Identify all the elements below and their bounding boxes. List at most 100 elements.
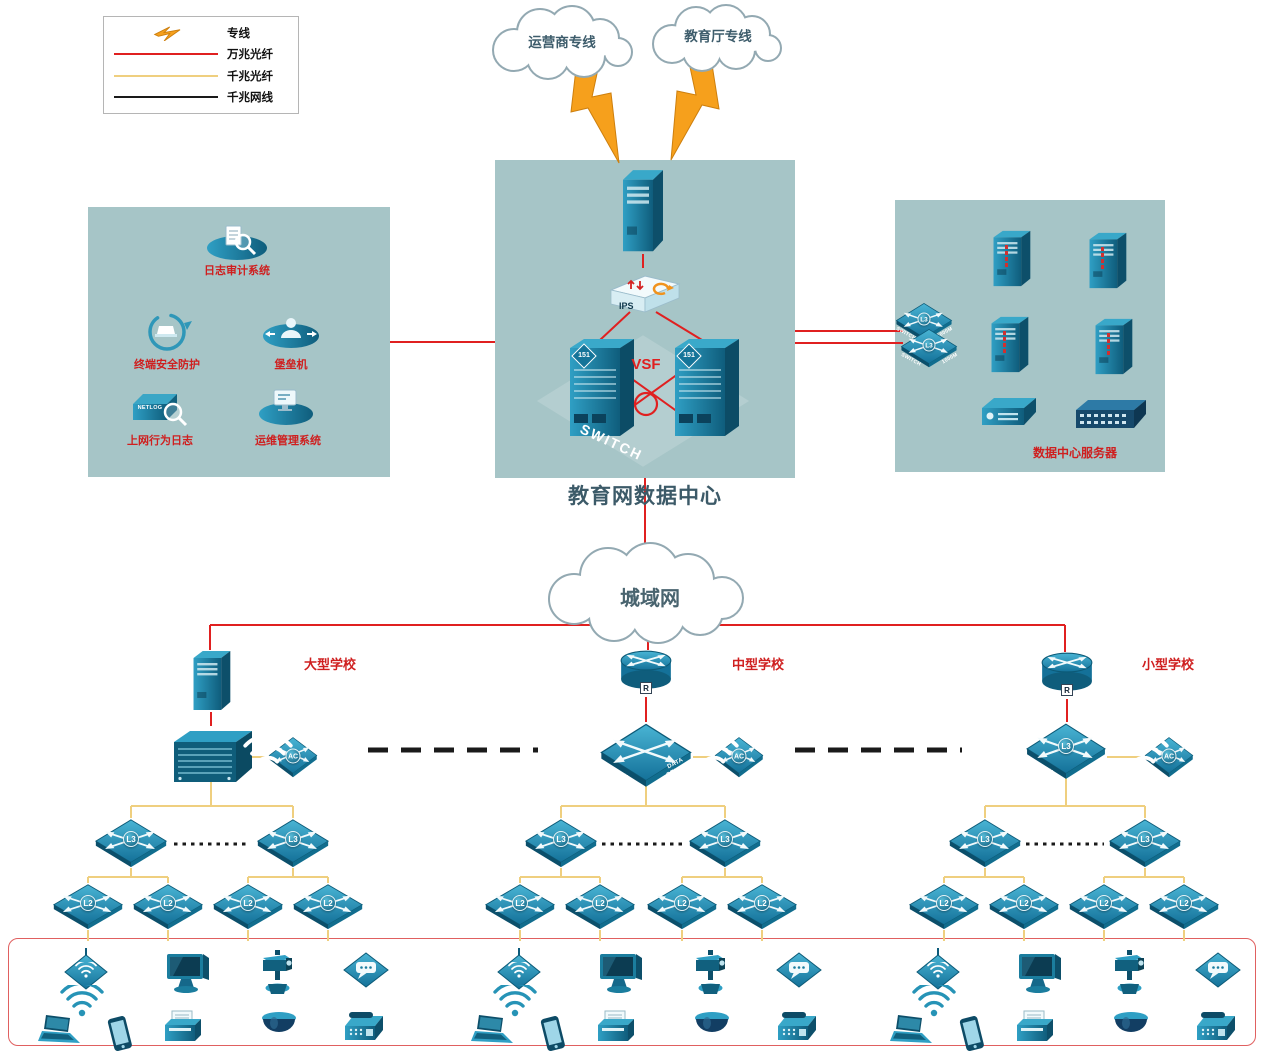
log-audit-label: 日志审计系统: [204, 265, 270, 277]
server-tower-icon: [1090, 316, 1136, 376]
switch-icon: [599, 722, 693, 788]
voice-gateway-icon: [343, 951, 389, 989]
laptop-icon: [886, 1013, 934, 1047]
ac-controller: AC: [714, 736, 764, 778]
switch-tier-badge: L2: [936, 894, 952, 911]
ops-management-label: 运维管理系统: [255, 435, 321, 447]
dedicated-line-symbol-icon: [153, 26, 181, 41]
man-cloud: 城域网: [548, 542, 744, 644]
voice-gateway-icon: [1195, 951, 1241, 989]
datacenter-server: [1090, 316, 1136, 376]
dome-camera-icon: [1111, 1009, 1151, 1043]
switch-tier-badge: L3: [1137, 831, 1153, 847]
ops-management-icon: [259, 389, 313, 425]
ptz-camera-icon: [691, 950, 733, 998]
desk-phone-icon: [339, 1010, 387, 1048]
smartphone-icon: [106, 1015, 134, 1053]
storage-array-icon: [978, 394, 1040, 432]
datacenter-server: [1084, 230, 1130, 290]
router-badge: R: [640, 682, 652, 694]
switch-tier-badge: L2: [1176, 894, 1192, 911]
internet-firewall-device: [617, 166, 667, 254]
legend-row-1g-fiber: 千兆光纤: [114, 68, 288, 84]
server-zone-label: 数据中心服务器: [1032, 446, 1117, 460]
switch-tier-badge: L2: [674, 894, 690, 911]
switch-tier-badge: L2: [754, 894, 770, 911]
server-zone-switch-2: L3 SWITCH 1000M: [900, 328, 959, 368]
large-school-server: [188, 648, 234, 712]
vsf-label: VSF: [631, 356, 661, 373]
legend-label: 专线: [227, 28, 250, 41]
switch-tier-badge: L2: [1096, 894, 1112, 911]
server-label-stripe: [1005, 245, 1008, 269]
switch-tier-badge: L2: [320, 894, 336, 911]
legend-label: 千兆光纤: [227, 70, 273, 83]
switch-tier-badge: L3: [717, 831, 733, 847]
netlog-label: 上网行为日志: [127, 435, 193, 447]
edu-cloud-label: 教育厅专线: [684, 28, 752, 44]
datacenter-server: [986, 314, 1032, 374]
switch-tier-badge: L3: [123, 831, 139, 847]
isp-cloud: 运营商专线: [492, 5, 633, 80]
core-switch-badge: 151: [676, 343, 702, 369]
switch-tier-badge: L3: [1058, 738, 1074, 755]
server-label-stripe: [1003, 331, 1006, 355]
man-cloud-label: 城域网: [620, 586, 680, 610]
legend-row-dedicated: 专线: [114, 25, 288, 41]
desktop-monitor-icon: [163, 950, 211, 994]
printer-icon: [159, 1009, 205, 1049]
datacenter-title: 教育网数据中心: [568, 485, 722, 508]
server-tower-icon: [986, 314, 1032, 374]
switch-tier-badge: L3: [553, 831, 569, 847]
medium-school-label: 中型学校: [731, 657, 784, 672]
server-label-stripe: [1101, 247, 1104, 271]
laptop-icon: [34, 1013, 82, 1047]
smartphone-icon: [539, 1015, 567, 1053]
switch-tier-badge: L3: [977, 831, 993, 847]
netlog-device-text: NETLOG: [137, 405, 163, 411]
ips-device: IPS: [609, 275, 681, 313]
small-school-label: 小型学校: [1141, 657, 1194, 672]
ptz-camera-icon: [258, 950, 300, 998]
legend-label: 万兆光纤: [227, 49, 273, 62]
switch-tier-badge: L2: [512, 894, 528, 911]
ac-badge: AC: [1161, 748, 1177, 764]
isp-cloud-label: 运营商专线: [528, 34, 596, 50]
log-audit-icon: [207, 225, 267, 260]
core-switch-icon: [665, 336, 745, 440]
smartphone-icon: [958, 1015, 986, 1053]
desktop-monitor-icon: [596, 950, 644, 994]
large-school-label: 大型学校: [303, 657, 356, 672]
terminal-security-label: 终端安全防护: [134, 359, 200, 371]
legend: 专线 万兆光纤 千兆光纤 千兆网线: [103, 16, 299, 114]
small-school-router: R: [1038, 649, 1096, 697]
server-tower-icon: [988, 228, 1034, 288]
printer-icon: [592, 1009, 638, 1049]
core-switch-badge-text: 151: [683, 352, 695, 359]
dome-camera-icon: [259, 1009, 299, 1043]
switch-tier-badge: L2: [160, 894, 176, 911]
core-switch-left: 151: [560, 336, 640, 440]
netlog-icon: [133, 394, 188, 427]
legend-row-1g-cable: 千兆网线: [114, 89, 288, 105]
fiber-1g-symbol: [114, 74, 218, 77]
printer-icon: [1011, 1009, 1057, 1049]
ac-badge: AC: [285, 748, 301, 764]
vsf-ring-icon: [633, 391, 659, 417]
switch-tier-badge: L2: [592, 894, 608, 911]
switch-tier-badge: L3: [917, 312, 931, 326]
server-label-stripe: [1107, 333, 1110, 357]
rack-server-icon: [1072, 396, 1150, 436]
